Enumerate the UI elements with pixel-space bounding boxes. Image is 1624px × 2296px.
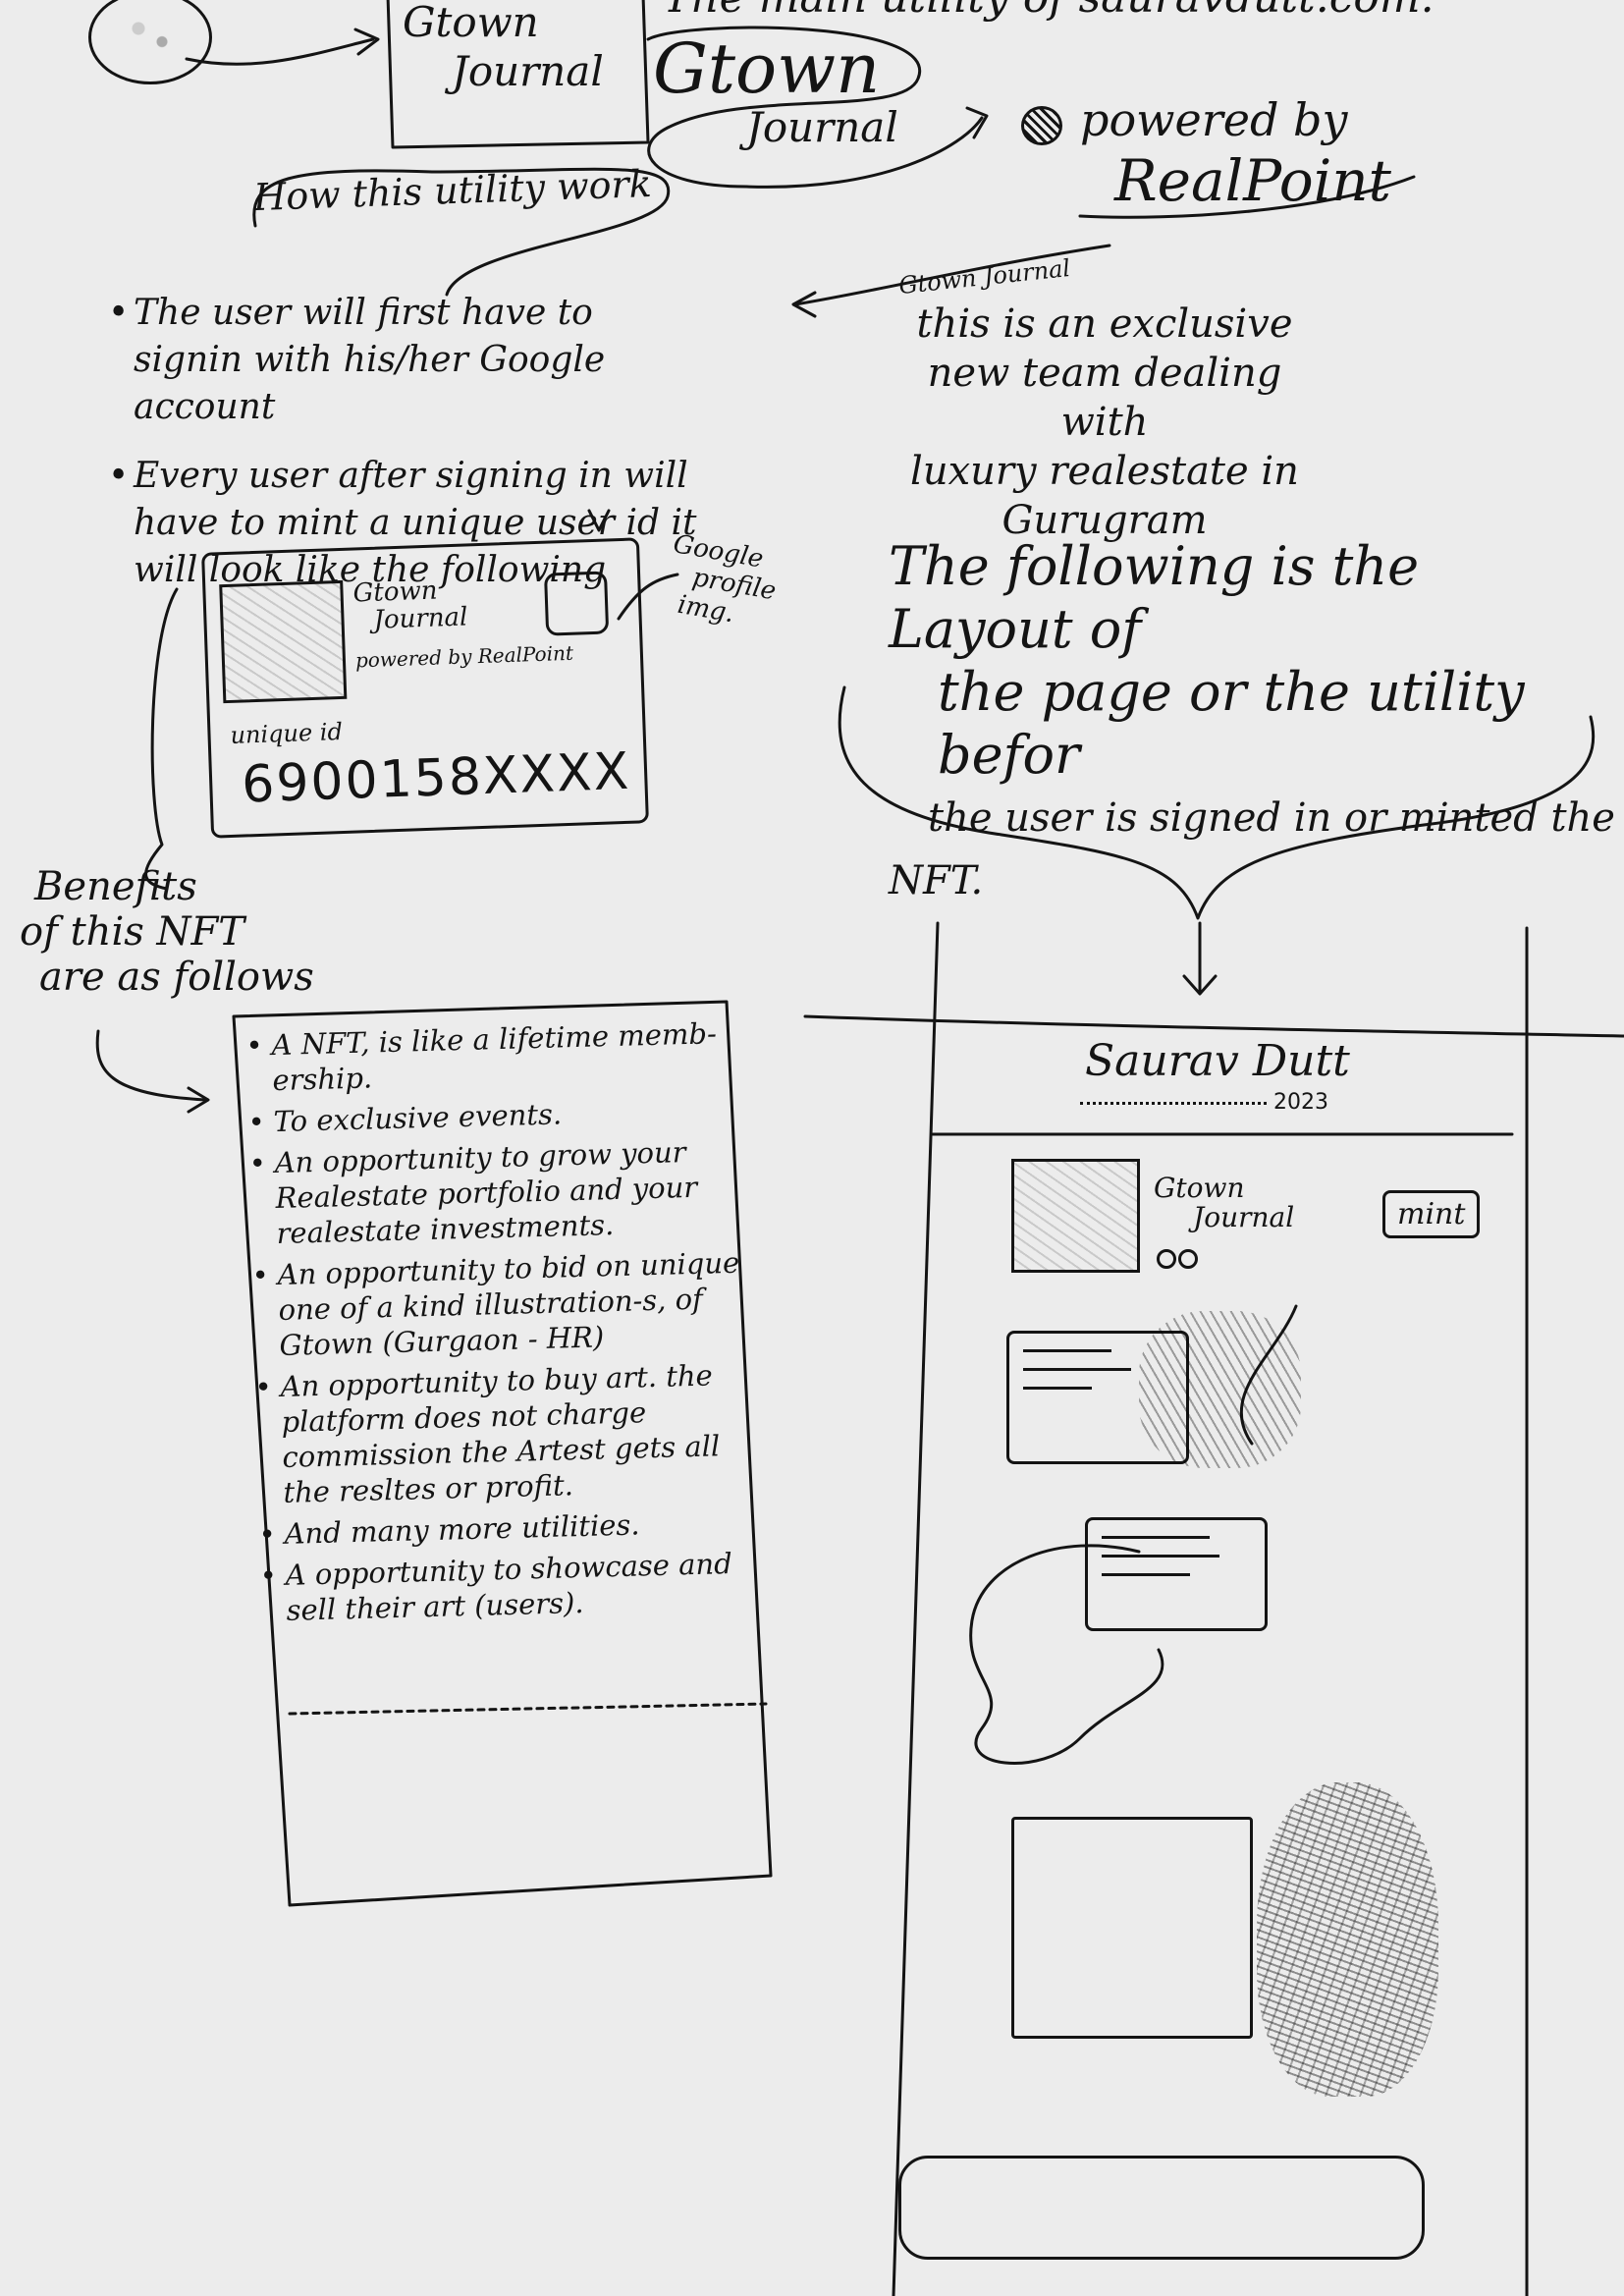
- post-card-3[interactable]: [1011, 1817, 1253, 2039]
- powered-by-text: powered by: [1080, 93, 1348, 146]
- phone-author: Saurav Dutt: [1085, 1036, 1350, 1086]
- post-line: [1102, 1573, 1190, 1576]
- gtown-box-title: Gtown Journal: [403, 0, 638, 96]
- side-note-line: this is an exclusive: [916, 301, 1293, 347]
- post-line: [1023, 1349, 1111, 1352]
- card-title: Gtown Journal: [352, 575, 468, 635]
- benefits-heading: Benefits of this NFT are as follows: [20, 864, 314, 1000]
- social-icon-2[interactable]: [1178, 1249, 1198, 1269]
- realpoint-small-logo-icon: [1021, 106, 1062, 145]
- portrait-sketch: [1257, 1782, 1438, 2097]
- layout-note-line: The following is the Layout of: [889, 535, 1420, 660]
- social-icon-1[interactable]: [1157, 1249, 1176, 1269]
- post-line: [1023, 1387, 1092, 1390]
- how-it-works-item: Every user after signing in will have to…: [108, 453, 697, 594]
- benefit-item: And many more utilities.: [258, 1503, 760, 1552]
- phone-date: 2023: [1080, 1090, 1328, 1115]
- benefits-heading-line: Benefits: [34, 864, 197, 909]
- unique-id-label: unique id: [230, 717, 344, 749]
- unique-id-value: 6900158XXXX: [241, 741, 632, 815]
- benefits-list: A NFT, is like a lifetime memb-ership. T…: [245, 1014, 762, 1628]
- post-art-1: [1139, 1311, 1301, 1468]
- benefit-item: A NFT, is like a lifetime memb-ership.: [245, 1014, 748, 1098]
- benefit-item: A opportunity to showcase and sell their…: [259, 1545, 762, 1628]
- side-note-line: luxury realestate in: [910, 449, 1299, 494]
- mint-button[interactable]: mint: [1382, 1190, 1481, 1238]
- nft-art-thumbnail: [219, 579, 348, 704]
- app-title-line1: Gtown: [1154, 1172, 1245, 1204]
- bottom-input-bar[interactable]: [898, 2156, 1425, 2260]
- app-title-line2: Journal: [1193, 1201, 1295, 1233]
- benefits-heading-line: are as follows: [39, 955, 314, 1000]
- gtown-box-line2: Journal: [452, 47, 604, 95]
- benefit-item: To exclusive events.: [247, 1091, 749, 1139]
- post-line: [1023, 1368, 1131, 1371]
- benefit-item: An opportunity to buy art. the platform …: [254, 1356, 759, 1510]
- profile-image-placeholder: [543, 571, 610, 636]
- big-title-line1: Gtown: [653, 28, 881, 109]
- realpoint-brand: RealPoint: [1114, 147, 1391, 214]
- nft-id-card: Gtown Journal powered by RealPoint uniqu…: [201, 537, 649, 839]
- card-powered-by: powered by RealPoint: [354, 640, 574, 673]
- top-caption: The main utility of sauravdutt.com.: [663, 0, 1435, 23]
- benefit-item: An opportunity to grow your Realestate p…: [248, 1132, 752, 1251]
- post-card-1[interactable]: [1006, 1331, 1189, 1464]
- how-it-works-heading: How this utility work: [252, 161, 653, 220]
- layout-note-line: the user is signed in or minted the: [928, 795, 1615, 841]
- app-title: Gtown Journal: [1154, 1174, 1294, 1232]
- gtown-box-line1: Gtown: [403, 0, 539, 46]
- how-it-works-item: The user will first have to signin with …: [108, 290, 697, 431]
- side-note-text: this is an exclusive new team dealing wi…: [889, 300, 1321, 545]
- layout-note: The following is the Layout of the page …: [889, 535, 1615, 912]
- big-title: Gtown Journal: [653, 34, 898, 151]
- profile-image-note: Google profile img.: [661, 529, 784, 635]
- big-title-line2: Journal: [746, 103, 898, 151]
- post-line: [1102, 1555, 1219, 1558]
- layout-note-line: NFT.: [889, 858, 984, 903]
- benefits-heading-line: of this NFT: [20, 909, 244, 955]
- benefit-item: An opportunity to bid on unique one of a…: [251, 1244, 755, 1363]
- side-note-line: new team dealing with: [927, 351, 1282, 445]
- post-card-2[interactable]: [1085, 1517, 1268, 1631]
- how-it-works-list: The user will first have to signin with …: [108, 290, 697, 594]
- card-title-line2: Journal: [373, 602, 468, 635]
- realpoint-logo-blob: [88, 0, 212, 84]
- app-logo-thumbnail: [1011, 1159, 1140, 1273]
- side-note-line: Gurugram: [1001, 498, 1208, 543]
- phone-year: 2023: [1273, 1090, 1328, 1115]
- side-note-label: Gtown Journal: [897, 253, 1072, 301]
- layout-note-line: the page or the utility befor: [938, 661, 1525, 786]
- post-line: [1102, 1536, 1210, 1539]
- date-scribble: [1080, 1101, 1267, 1105]
